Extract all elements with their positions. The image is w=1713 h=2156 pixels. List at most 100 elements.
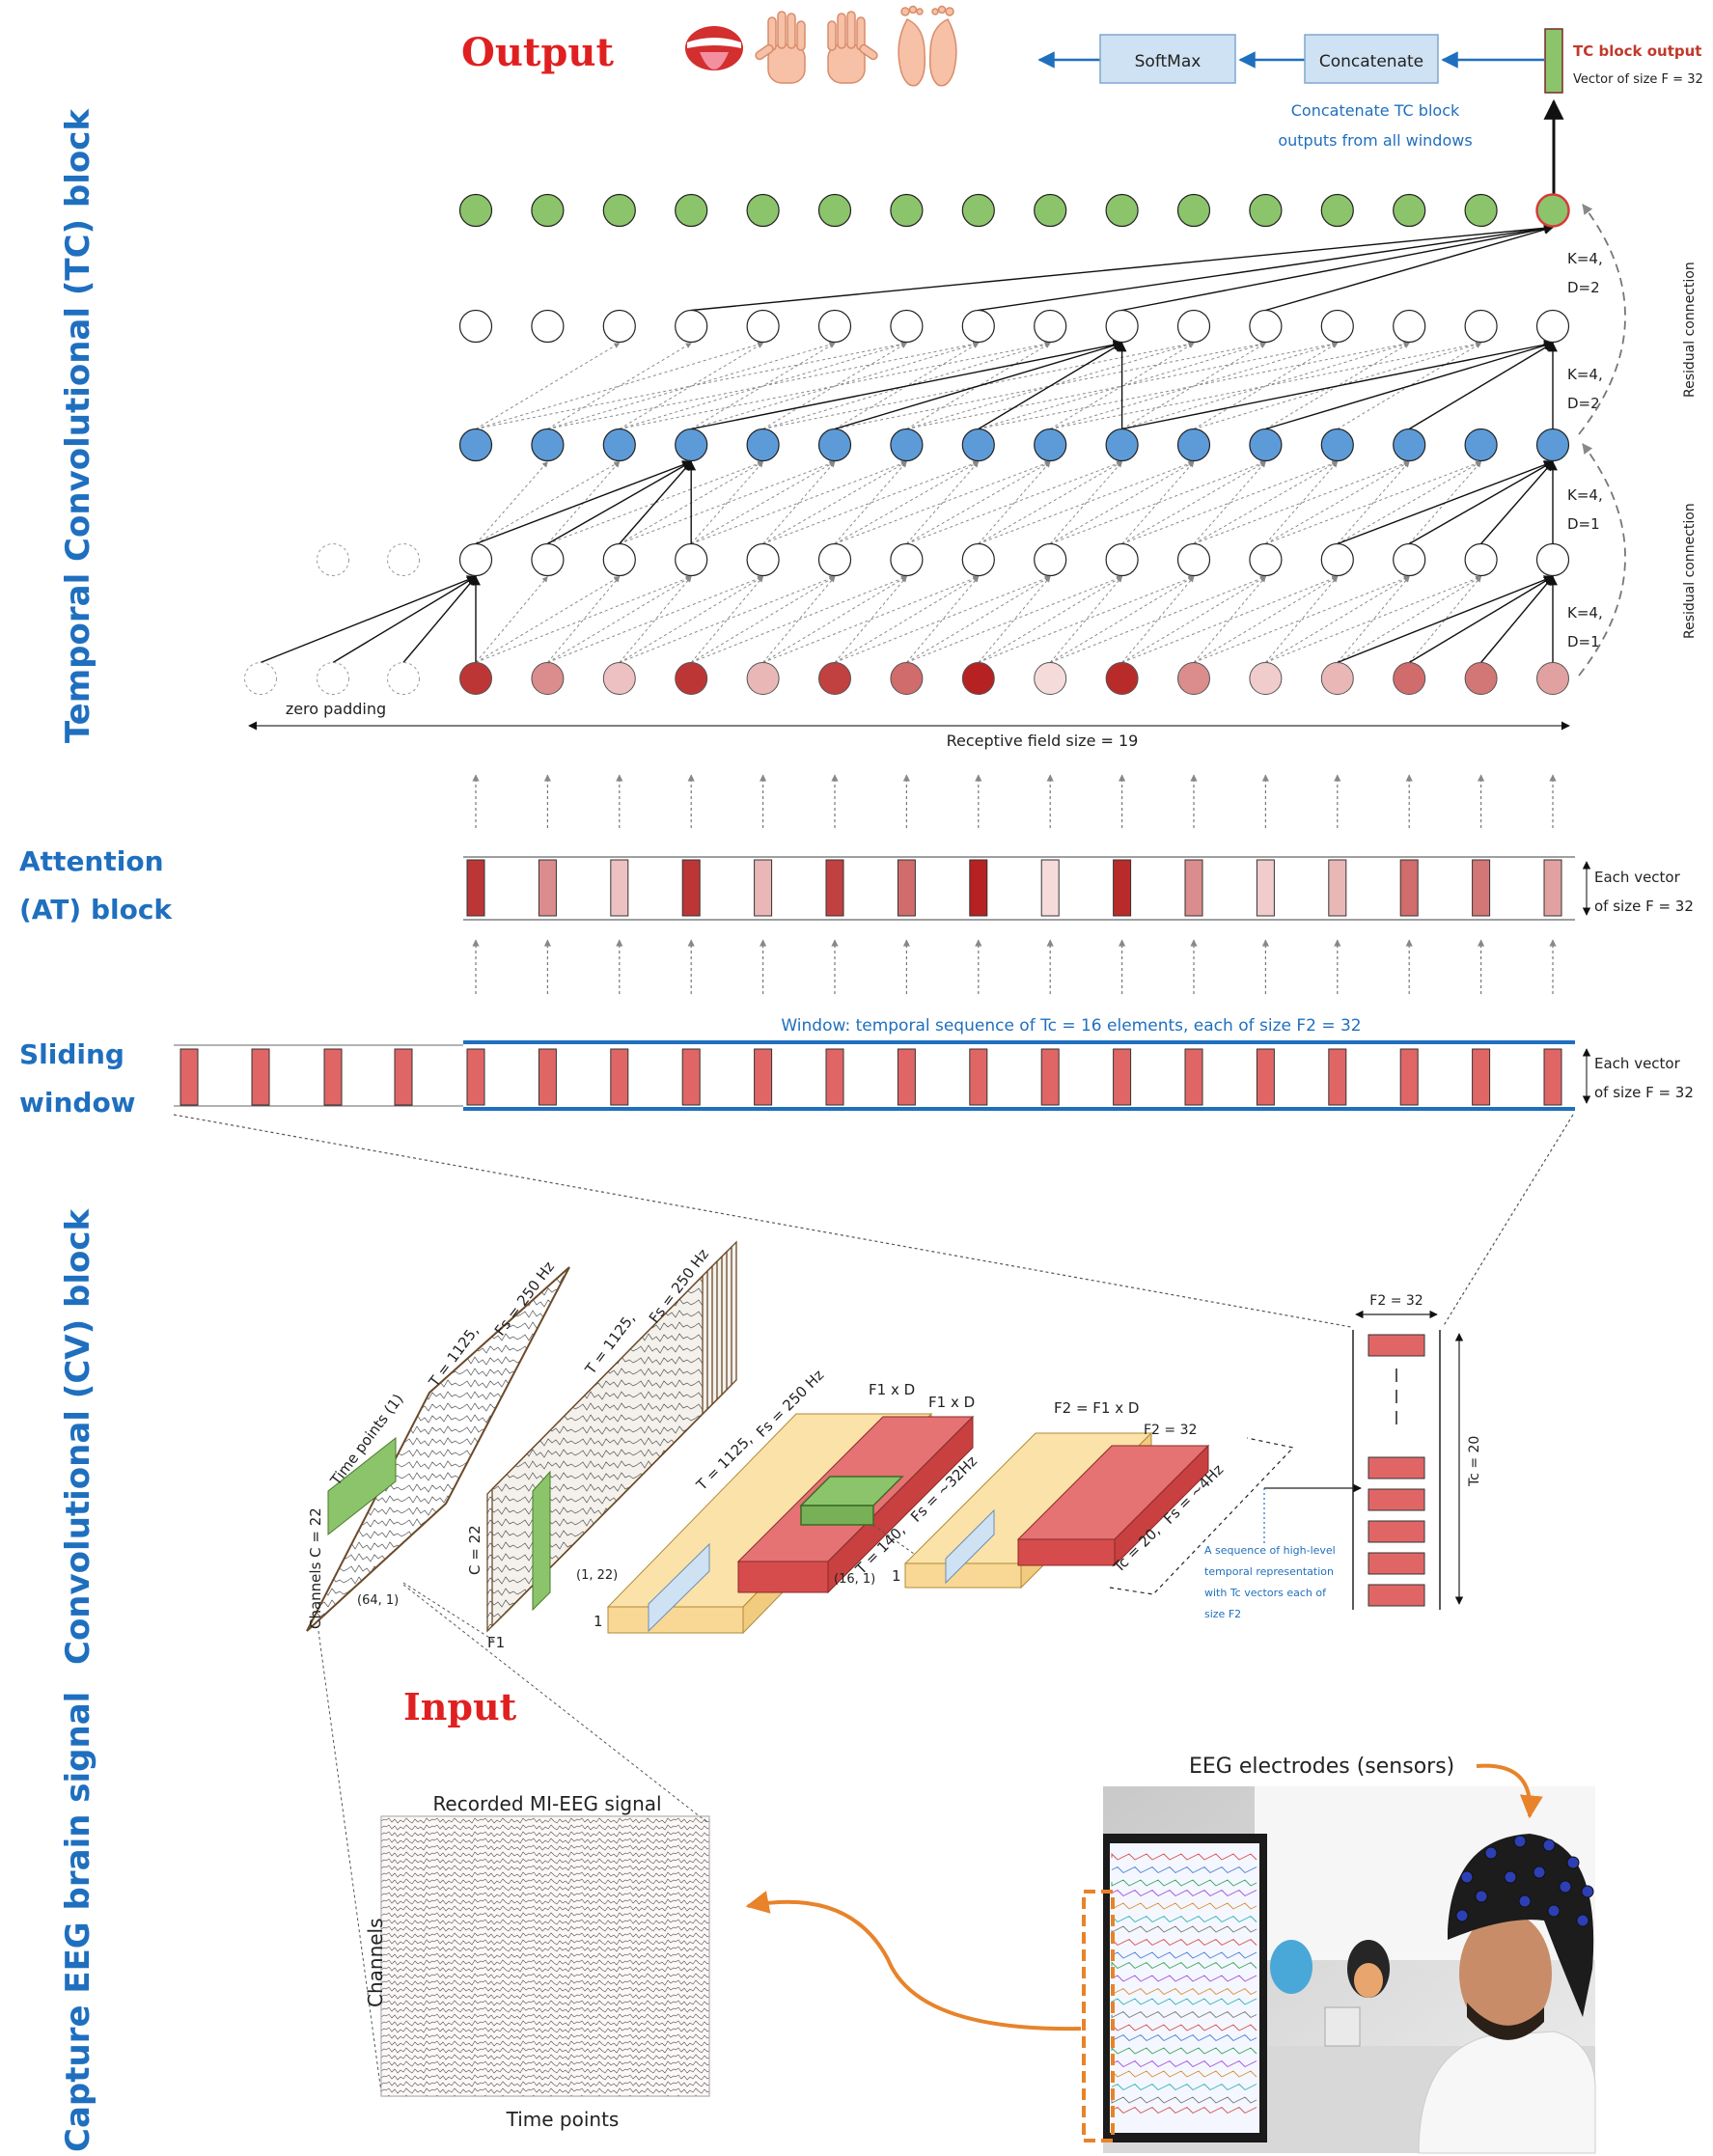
tc-input-node: [459, 662, 492, 695]
f2-eq-label: F2 = F1 x D: [1054, 1399, 1139, 1417]
kd-label-top-d: D=2: [1567, 279, 1600, 296]
zero-padding-label: zero padding: [286, 700, 386, 718]
solid-edge: [834, 341, 1123, 430]
dashed-edge: [1193, 576, 1266, 663]
dashed-edge: [1193, 576, 1339, 663]
dashed-edge: [1265, 461, 1410, 544]
solid-edge: [978, 342, 1123, 430]
dashed-edge: [906, 461, 980, 544]
dashed-edge: [1193, 342, 1482, 429]
one-label-1: 1: [594, 1613, 603, 1630]
solid-edge: [475, 460, 693, 545]
zero-padding-node: [244, 662, 277, 695]
electrode: [1581, 1885, 1594, 1898]
dashed-edge: [906, 461, 1051, 544]
yellow-block-b-front: [904, 1562, 1022, 1589]
tc-hidden-node-d1: [961, 542, 995, 577]
window-vector: [1399, 1048, 1419, 1106]
slab1-zoom-a: [402, 1582, 495, 1642]
attention-vector: [538, 859, 557, 917]
tc-input-node: [1464, 662, 1498, 695]
window-label: Window: temporal sequence of Tc = 16 ele…: [781, 1016, 1361, 1036]
dashed-edge: [691, 575, 907, 663]
dashed-edge: [691, 342, 980, 429]
tc-hidden-node-d2b: [1535, 309, 1570, 344]
tc-hidden-node-blue: [817, 428, 852, 462]
screen-trace: [1111, 1975, 1257, 1982]
channels-c22-label: Channels C = 22: [307, 1507, 324, 1629]
tc-hidden-node-d2b: [890, 309, 924, 344]
solid-edge: [1265, 341, 1554, 430]
tc-input-node: [1393, 662, 1426, 695]
tongue-icon: [685, 26, 743, 70]
solid-edge: [1480, 460, 1554, 544]
tc-input-node: [1536, 662, 1569, 695]
electrode: [1547, 1904, 1561, 1918]
tc-input-node: [961, 662, 995, 695]
tc-hidden-node-d2b: [1320, 309, 1354, 344]
tc-output-subtitle: Vector of size F = 32: [1573, 72, 1703, 87]
dashed-edge: [619, 575, 836, 663]
dashed-edge: [906, 460, 1123, 544]
red-block-b-dashed-outline: [1109, 1437, 1295, 1595]
tc-hidden-node-blue: [1464, 428, 1498, 462]
solid-edge: [1121, 224, 1554, 312]
box-on-desk: [1324, 2006, 1361, 2047]
tc-output-title: TC block output: [1573, 42, 1701, 60]
window-vector: [681, 1048, 701, 1106]
window-vector: [1543, 1048, 1562, 1106]
tc-output-node: [1464, 193, 1498, 228]
tc-block-section-label: Temporal Convolutional (TC) block: [59, 108, 97, 743]
dashed-edge: [1049, 576, 1195, 663]
solid-edge: [332, 575, 477, 664]
attention-vector: [466, 859, 485, 917]
tc-hidden-node-blue: [1105, 428, 1139, 462]
tc-hidden-node-d1: [602, 542, 636, 577]
attention-block: [466, 774, 1562, 994]
yellow-block-front: [607, 1606, 744, 1634]
window-vector: [538, 1048, 557, 1106]
dashed-edge: [834, 461, 907, 544]
seq-note-line4: size F2: [1204, 1608, 1241, 1620]
attention-vector: [1472, 859, 1491, 917]
f1xd-label-1: F1 x D: [869, 1381, 915, 1398]
softmax-box: [1099, 34, 1236, 84]
softmax-label: SoftMax: [1135, 52, 1202, 71]
window-vector: [1328, 1048, 1347, 1106]
screen-to-signal-arrow: [745, 1891, 1082, 2032]
dashed-edge: [475, 343, 621, 429]
at-block-section-label-line2: (AT) block: [19, 894, 173, 926]
electrode: [1475, 1890, 1488, 1903]
seq-tc-label: Tc = 20: [1467, 1436, 1482, 1487]
screen-trace: [1111, 1998, 1257, 2005]
output-title: Output: [461, 30, 614, 75]
electrode: [1518, 1894, 1532, 1908]
tc-hidden-node-blue: [746, 428, 780, 462]
cv-block-section-label: Convolutional (CV) block: [59, 1208, 97, 1665]
tc-output-node: [961, 193, 995, 228]
dashed-edge: [547, 460, 764, 544]
right-hand-icon: [827, 11, 878, 84]
tc-output-vector: [1544, 28, 1563, 94]
dashed-edge: [547, 576, 692, 663]
tc-input-node: [1034, 662, 1067, 695]
recorded-eeg-tint: [381, 1816, 709, 2096]
window-vector: [897, 1048, 916, 1106]
electrodes-label: EEG electrodes (sensors): [1189, 1755, 1454, 1779]
tc-output-node: [602, 193, 636, 228]
cv-block-diagram: Time points (1) Channels C = 22 T = 1125…: [306, 1240, 1482, 1651]
attention-vector: [825, 859, 844, 917]
screen-trace: [1111, 1925, 1257, 1933]
dashed-edge: [1050, 460, 1266, 544]
window-vector: [969, 1048, 988, 1106]
dashed-edge: [619, 576, 764, 663]
dashed-edge: [906, 576, 980, 663]
sliding-window-vectors: [180, 1048, 1562, 1106]
eeg-capture-photo: EEG electrodes (sensors): [1103, 1755, 1596, 2154]
dashed-edge: [834, 341, 1266, 429]
window-vector: [1256, 1048, 1275, 1106]
dashed-edge: [1121, 461, 1195, 544]
screen-trace: [1111, 1852, 1257, 1861]
dashed-edge: [762, 461, 836, 544]
sequence-vector: [1368, 1456, 1425, 1479]
